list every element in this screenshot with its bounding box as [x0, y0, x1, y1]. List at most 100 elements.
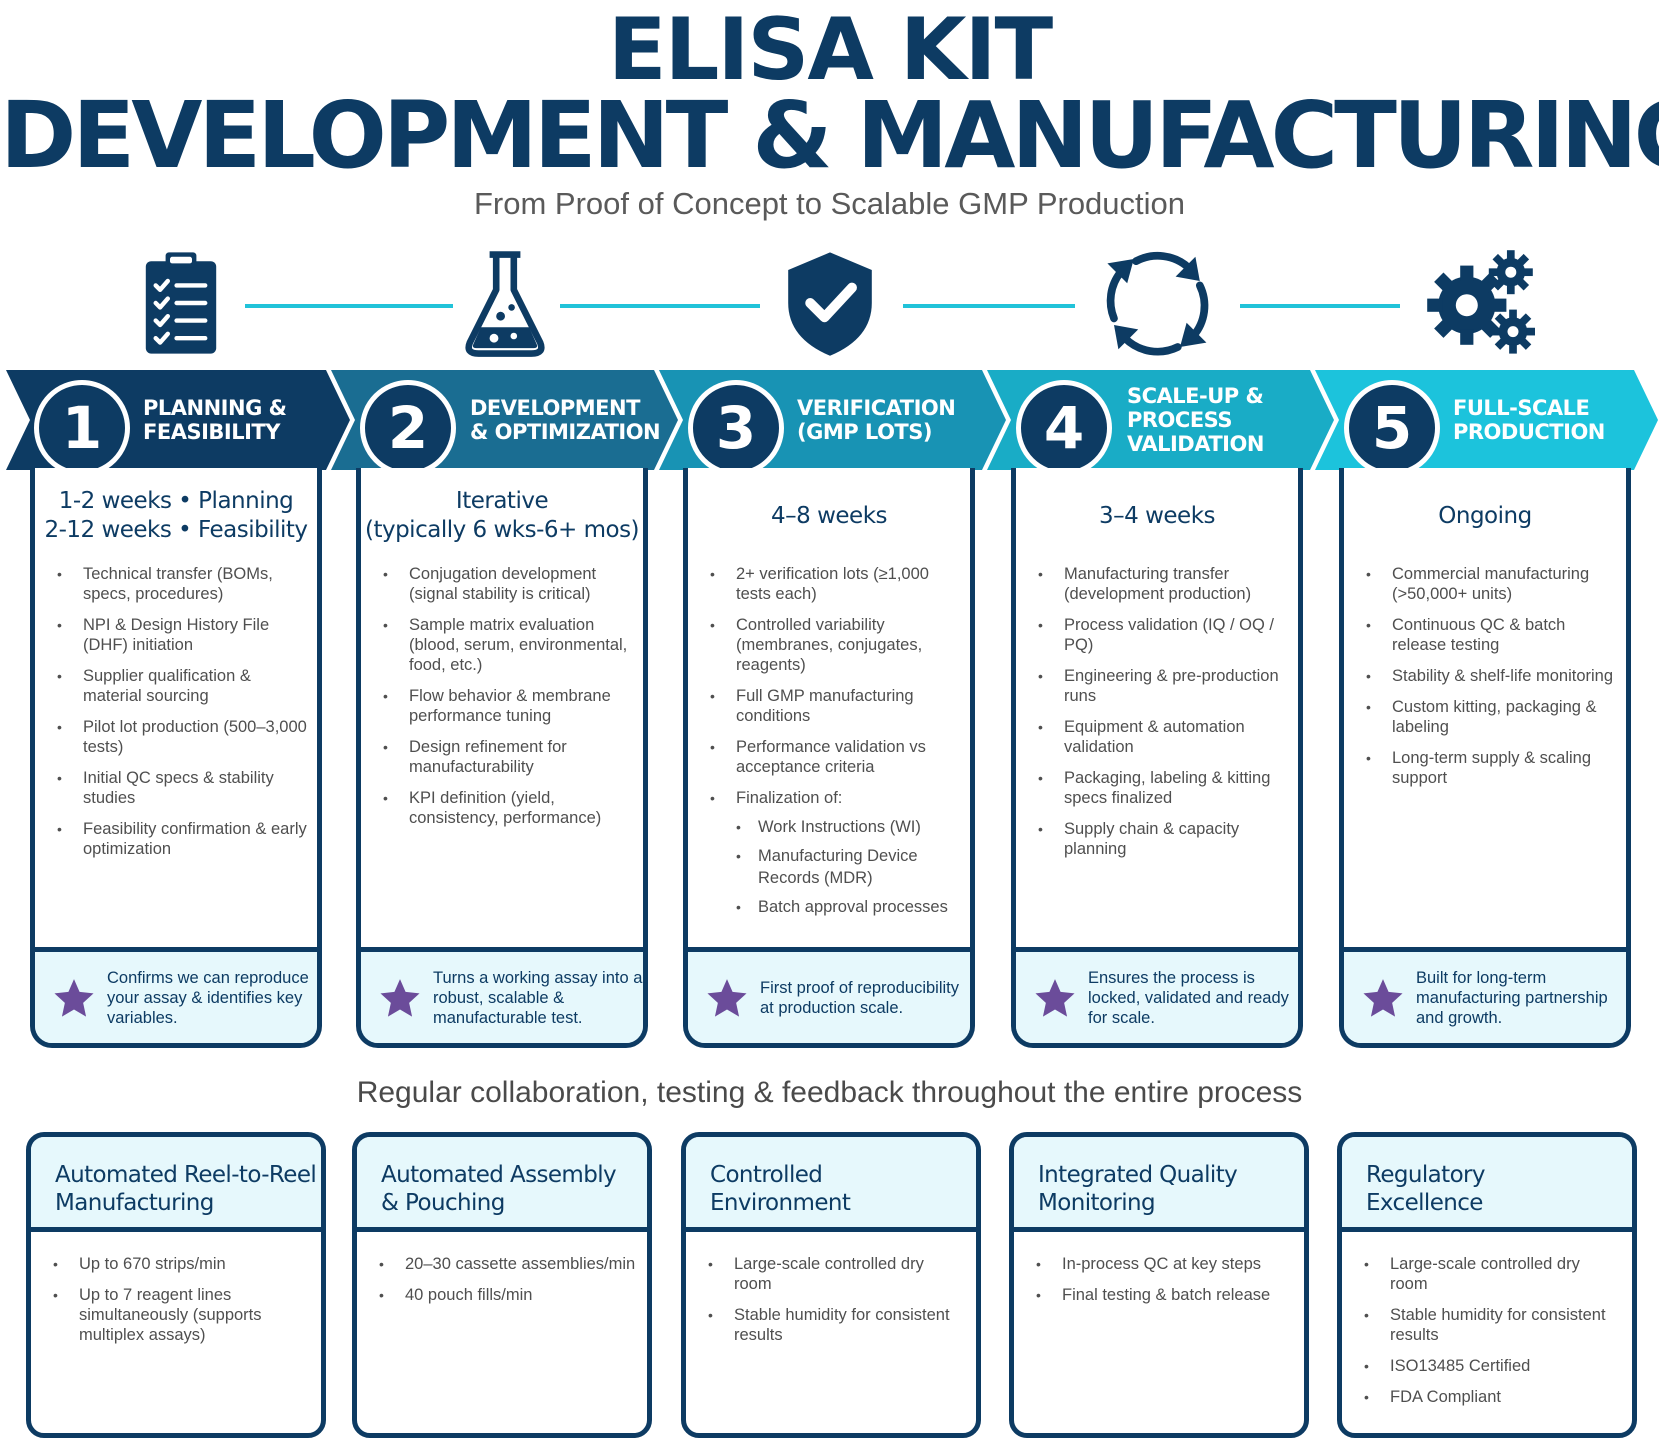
- flask-icon: [450, 248, 560, 358]
- list-item: FDA Compliant: [1358, 1387, 1622, 1407]
- list-item: Controlled variability (membranes, conju…: [704, 615, 960, 675]
- list-item: Large-scale controlled dry room: [1358, 1254, 1622, 1294]
- list-item: Finalization of: Work Instructions (WI) …: [704, 788, 960, 918]
- feature-title: Automated Assembly& Pouching: [357, 1137, 647, 1232]
- phase-task-list: Commercial manufacturing (>50,000+ units…: [1344, 564, 1626, 788]
- phase-duration: 4–8 weeks: [771, 502, 888, 529]
- list-item: Large-scale controlled dry room: [702, 1254, 966, 1294]
- page-title-line1: ELISA KIT: [607, 0, 1053, 100]
- list-item: Full GMP manufacturing conditions: [704, 686, 960, 726]
- list-item: Process validation (IQ / OQ / PQ): [1032, 615, 1288, 655]
- phase-outcome: Ensures the process is locked, validated…: [1016, 947, 1298, 1043]
- feature-list: Up to 670 strips/min Up to 7 reagent lin…: [31, 1232, 321, 1345]
- list-item: In-process QC at key steps: [1030, 1254, 1294, 1274]
- phase-label-3: VERIFICATION(GMP LOTS): [797, 396, 956, 444]
- list-item: Supply chain & capacity planning: [1032, 819, 1288, 859]
- phase-card-3: 4–8 weeks 2+ verification lots (≥1,000 t…: [683, 468, 975, 1048]
- phase-card-5: Ongoing Commercial manufacturing (>50,00…: [1339, 468, 1631, 1048]
- list-item: KPI definition (yield, consistency, perf…: [377, 788, 633, 828]
- phase-outcome: Turns a working assay into a robust, sca…: [361, 947, 643, 1043]
- list-item: Manufacturing Device Records (MDR): [736, 845, 960, 889]
- phase-duration: 3–4 weeks: [1099, 502, 1216, 529]
- phase-label-1: PLANNING &FEASIBILITY: [143, 396, 287, 444]
- star-icon: [54, 978, 94, 1017]
- page-title-line2: DEVELOPMENT & MANUFACTURING: [0, 82, 1659, 189]
- list-item: 2+ verification lots (≥1,000 tests each): [704, 564, 960, 604]
- list-item: Flow behavior & membrane performance tun…: [377, 686, 633, 726]
- list-item: 40 pouch fills/min: [373, 1285, 637, 1305]
- list-item: Performance validation vs acceptance cri…: [704, 737, 960, 777]
- phase-number-1: 1: [34, 380, 130, 476]
- list-item: Equipment & automation validation: [1032, 717, 1288, 757]
- phase-duration: Iterative(typically 6 wks-6+ mos): [364, 488, 640, 543]
- list-item: Up to 670 strips/min: [47, 1254, 311, 1274]
- phase-card-2: Iterative(typically 6 wks-6+ mos) Conjug…: [356, 468, 648, 1048]
- connector-line: [560, 304, 760, 308]
- list-item: Feasibility confirmation & early optimiz…: [51, 819, 307, 859]
- feature-list: Large-scale controlled dry room Stable h…: [1342, 1232, 1632, 1407]
- list-item: Pilot lot production (500–3,000 tests): [51, 717, 307, 757]
- phase-number-3: 3: [688, 380, 784, 476]
- phase-card-4: 3–4 weeks Manufacturing transfer (develo…: [1011, 468, 1303, 1048]
- shield-check-icon: [775, 248, 885, 358]
- list-item: Technical transfer (BOMs, specs, procedu…: [51, 564, 307, 604]
- list-item: Manufacturing transfer (development prod…: [1032, 564, 1288, 604]
- gears-icon: [1425, 248, 1535, 358]
- clipboard-icon: [126, 248, 236, 358]
- phase-task-list: Technical transfer (BOMs, specs, procedu…: [35, 564, 317, 859]
- phase-outcome: First proof of reproducibility at produc…: [688, 947, 970, 1043]
- list-item: Stable humidity for consistent results: [1358, 1305, 1622, 1345]
- list-item: Stable humidity for consistent results: [702, 1305, 966, 1345]
- refresh-cycle-icon: [1103, 248, 1213, 358]
- feature-card-assembly: Automated Assembly& Pouching 20–30 casse…: [352, 1132, 652, 1438]
- list-item: Conjugation development (signal stabilit…: [377, 564, 633, 604]
- list-item: Commercial manufacturing (>50,000+ units…: [1360, 564, 1616, 604]
- phase-number-5: 5: [1344, 380, 1440, 476]
- list-item: Initial QC specs & stability studies: [51, 768, 307, 808]
- list-item: Custom kitting, packaging & labeling: [1360, 697, 1616, 737]
- connector-line: [1240, 304, 1400, 308]
- phase-duration: Ongoing: [1438, 502, 1532, 529]
- phase-number-2: 2: [360, 380, 456, 476]
- list-item: 20–30 cassette assemblies/min: [373, 1254, 637, 1274]
- connector-line: [903, 304, 1075, 308]
- phase-task-list: 2+ verification lots (≥1,000 tests each)…: [688, 564, 970, 918]
- list-item: ISO13485 Certified: [1358, 1356, 1622, 1376]
- phase-task-list: Manufacturing transfer (development prod…: [1016, 564, 1298, 859]
- list-item: Engineering & pre-production runs: [1032, 666, 1288, 706]
- feature-list: Large-scale controlled dry room Stable h…: [686, 1232, 976, 1345]
- page-subtitle: From Proof of Concept to Scalable GMP Pr…: [473, 186, 1186, 221]
- list-item: NPI & Design History File (DHF) initiati…: [51, 615, 307, 655]
- connector-line: [245, 304, 453, 308]
- feature-list: 20–30 cassette assemblies/min 40 pouch f…: [357, 1232, 647, 1305]
- finalization-sublist: Work Instructions (WI) Manufacturing Dev…: [736, 816, 960, 918]
- list-item: Final testing & batch release: [1030, 1285, 1294, 1305]
- list-item: Sample matrix evaluation (blood, serum, …: [377, 615, 633, 675]
- list-item: Batch approval processes: [736, 896, 960, 918]
- star-icon: [380, 978, 420, 1017]
- feature-list: In-process QC at key steps Final testing…: [1014, 1232, 1304, 1305]
- star-icon: [1363, 978, 1403, 1017]
- star-icon: [707, 978, 747, 1017]
- list-item: Continuous QC & batch release testing: [1360, 615, 1616, 655]
- phase-outcome: Confirms we can reproduce your assay & i…: [35, 947, 317, 1043]
- list-item: Work Instructions (WI): [736, 816, 960, 838]
- list-item: Packaging, labeling & kitting specs fina…: [1032, 768, 1288, 808]
- phase-number-4: 4: [1016, 380, 1112, 476]
- list-item: Up to 7 reagent lines simultaneously (su…: [47, 1285, 311, 1345]
- star-icon: [1035, 978, 1075, 1017]
- list-item: Stability & shelf-life monitoring: [1360, 666, 1616, 686]
- collaboration-note: Regular collaboration, testing & feedbac…: [356, 1076, 1303, 1109]
- list-item: Long-term supply & scaling support: [1360, 748, 1616, 788]
